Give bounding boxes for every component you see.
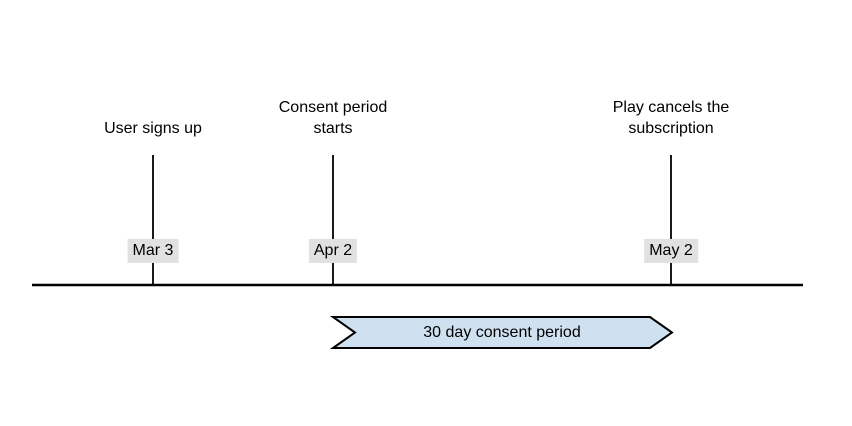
consent-period-band-label: 30 day consent period (423, 324, 581, 341)
event-caption-user-signs-up: User signs up (104, 120, 202, 137)
consent-period-band (329, 316, 674, 349)
date-chip-mar-3: Mar 3 (127, 239, 179, 263)
date-chip-apr-2: Apr 2 (308, 239, 358, 263)
event-caption-consent-period-starts: Consent period starts (278, 99, 388, 137)
event-caption-play-cancels-subscription: Play cancels the subscription (612, 99, 730, 137)
date-chip-may-2: May 2 (644, 239, 698, 263)
